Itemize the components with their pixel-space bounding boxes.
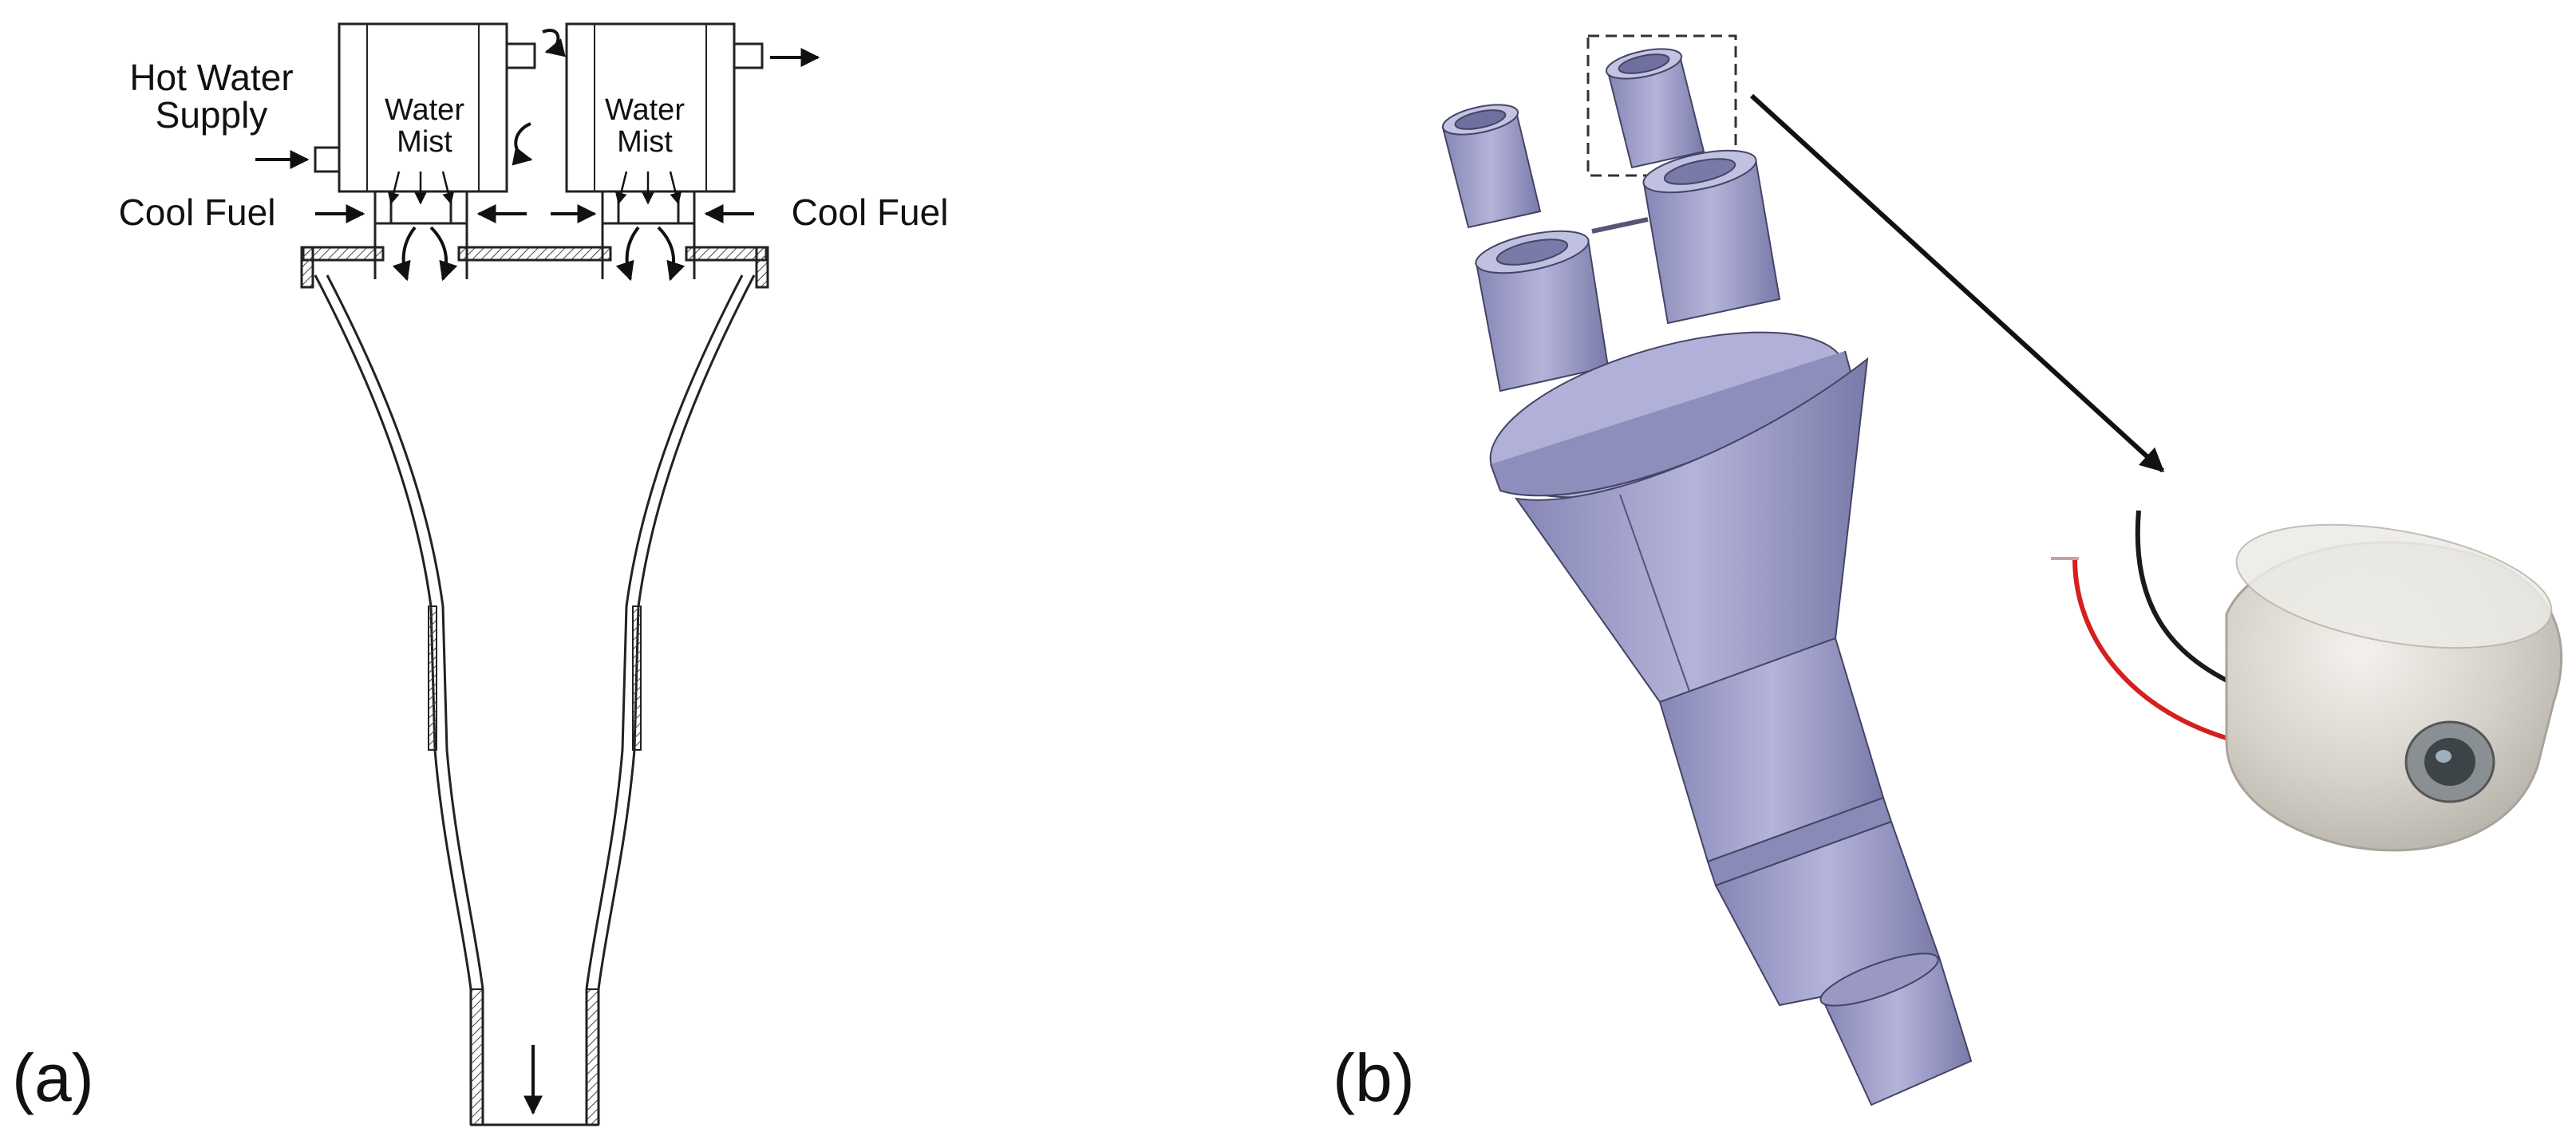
swirl-arrow-4 <box>657 226 685 282</box>
swirl-arrow-1 <box>392 226 417 282</box>
panel-b-label: (b) <box>1333 1040 1415 1115</box>
funnel-walls <box>314 274 756 1126</box>
panel-b-cad-model <box>1441 34 1973 1106</box>
panel-a-schematic <box>300 22 769 1126</box>
main-cone <box>1514 357 1869 704</box>
panel-a-label: (a) <box>12 1040 94 1115</box>
hot-water-supply-label-line1: Hot Water <box>129 57 293 98</box>
water-mist-left-line1: Water <box>385 93 464 127</box>
hot-water-supply-label-line2: Supply <box>156 94 268 136</box>
connector-rod <box>1591 217 1649 234</box>
water-mist-left-line2: Mist <box>397 125 452 159</box>
swirl-arrow-3 <box>615 226 640 282</box>
water-mist-right-line1: Water <box>605 93 685 127</box>
return-arrow-mid <box>512 122 533 166</box>
cool-fuel-right-label: Cool Fuel <box>792 191 949 233</box>
return-arrow-top <box>542 29 566 57</box>
top-disc <box>1489 331 1853 499</box>
mounted-chamber-left <box>1475 230 1610 392</box>
zoom-arrow <box>1749 93 2165 473</box>
detached-cap-right <box>1605 48 1705 169</box>
mounted-chamber-right <box>1642 149 1781 325</box>
swirl-arrow-2 <box>429 226 458 282</box>
top-plate <box>300 223 769 289</box>
detached-cap-left <box>1441 104 1542 229</box>
ultrasonic-transducer <box>2051 510 2563 852</box>
mist-arrows-right <box>614 171 682 205</box>
water-mist-right-line2: Mist <box>617 125 673 159</box>
mist-arrows-left <box>387 171 455 205</box>
cool-fuel-left-label: Cool Fuel <box>119 191 276 233</box>
panel-a-arrows <box>255 29 820 1115</box>
